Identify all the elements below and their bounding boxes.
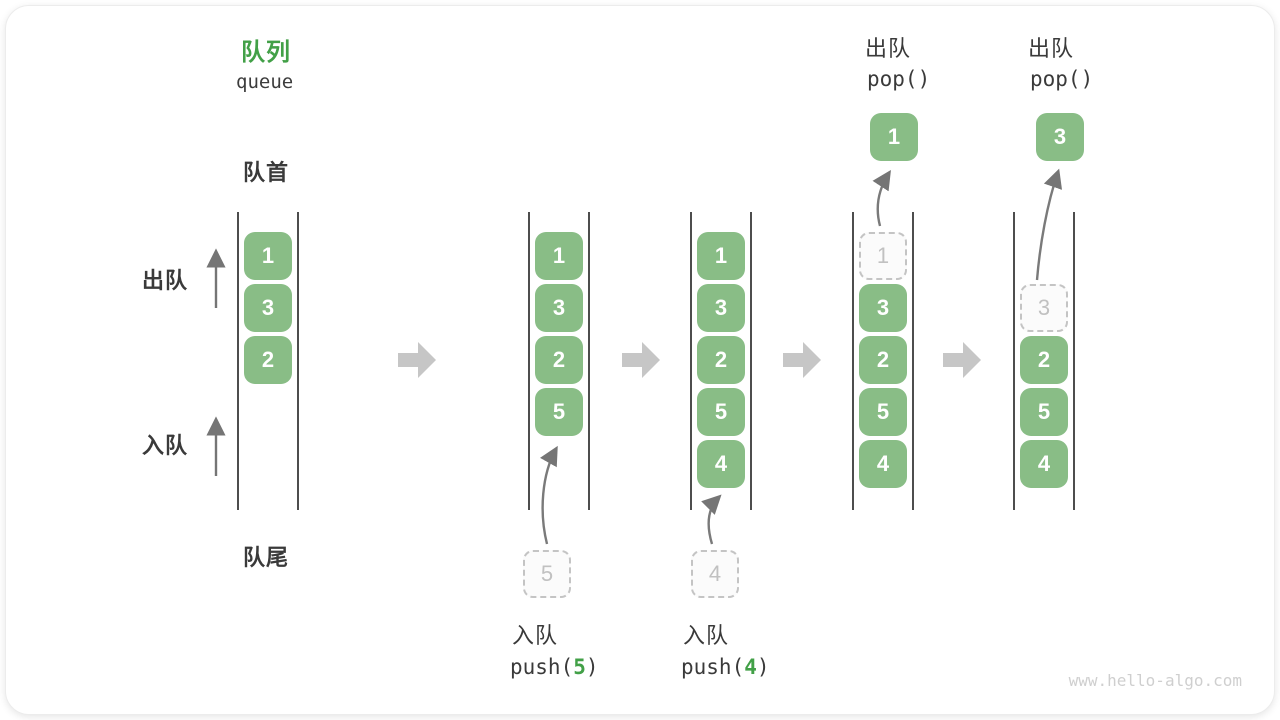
queue-item: 2 <box>535 336 583 384</box>
queue-item-ghost: 3 <box>1020 284 1068 332</box>
queue-item: 1 <box>244 232 292 280</box>
queue-column-wall <box>297 212 299 510</box>
queue-column-wall <box>528 212 530 510</box>
queue-item: 3 <box>859 284 907 332</box>
fn-suffix: ) <box>1080 67 1094 91</box>
queue-item: 4 <box>859 440 907 488</box>
incoming-item: 4 <box>691 550 739 598</box>
push-arrow-icon <box>540 445 558 545</box>
page-subtitle: queue <box>236 71 294 93</box>
label-dequeue: 出队 <box>142 268 189 293</box>
popped-item: 3 <box>1036 113 1084 161</box>
watermark: www.hello-algo.com <box>1068 671 1242 690</box>
op-label-zh: 入队 <box>683 623 730 648</box>
step-arrow-icon <box>622 342 660 378</box>
page-title: 队列 <box>241 39 291 66</box>
queue-item: 2 <box>859 336 907 384</box>
queue-column-wall <box>1073 212 1075 510</box>
queue-item: 5 <box>1020 388 1068 436</box>
label-queue-front: 队首 <box>243 160 290 185</box>
queue-item: 1 <box>697 232 745 280</box>
queue-item: 3 <box>535 284 583 332</box>
queue-column-wall <box>852 212 854 510</box>
queue-column-wall <box>237 212 239 510</box>
queue-item: 4 <box>1020 440 1068 488</box>
queue-item: 5 <box>535 388 583 436</box>
op-label-zh: 入队 <box>512 623 559 648</box>
push-arrow-icon <box>701 494 722 545</box>
queue-item: 4 <box>697 440 745 488</box>
label-queue-rear: 队尾 <box>243 545 290 570</box>
fn-prefix: pop( <box>867 67 918 91</box>
label-enqueue: 入队 <box>142 433 189 458</box>
fn-prefix: pop( <box>1030 67 1081 91</box>
op-label-fn: pop() <box>1030 67 1093 91</box>
popped-item: 1 <box>870 113 918 161</box>
queue-column-wall <box>588 212 590 510</box>
queue-item: 1 <box>535 232 583 280</box>
fn-arg: 4 <box>744 655 757 679</box>
fn-suffix: ) <box>756 655 770 679</box>
queue-column-wall <box>690 212 692 510</box>
fn-arg: 5 <box>573 655 586 679</box>
pop-arrow-icon <box>872 169 891 227</box>
queue-item: 2 <box>697 336 745 384</box>
op-label-fn: pop() <box>867 67 930 91</box>
op-label-zh: 出队 <box>1028 36 1075 61</box>
step-arrow-icon <box>943 342 981 378</box>
fn-suffix: ) <box>585 655 599 679</box>
queue-item: 3 <box>697 284 745 332</box>
queue-item-ghost: 1 <box>859 232 907 280</box>
queue-item: 5 <box>697 388 745 436</box>
step-arrow-icon <box>783 342 821 378</box>
fn-prefix: push( <box>510 655 574 679</box>
queue-item: 2 <box>1020 336 1068 384</box>
fn-prefix: push( <box>681 655 745 679</box>
queue-column-wall <box>1013 212 1015 510</box>
op-label-fn: push(4) <box>681 655 770 679</box>
queue-column-wall <box>912 212 914 510</box>
incoming-item: 5 <box>523 550 571 598</box>
step-arrow-icon <box>398 342 436 378</box>
fn-suffix: ) <box>917 67 931 91</box>
op-label-fn: push(5) <box>510 655 599 679</box>
queue-column-wall <box>750 212 752 510</box>
op-label-zh: 出队 <box>865 36 912 61</box>
queue-item: 3 <box>244 284 292 332</box>
pop-arrow-icon <box>1035 168 1063 281</box>
queue-item: 2 <box>244 336 292 384</box>
queue-item: 5 <box>859 388 907 436</box>
